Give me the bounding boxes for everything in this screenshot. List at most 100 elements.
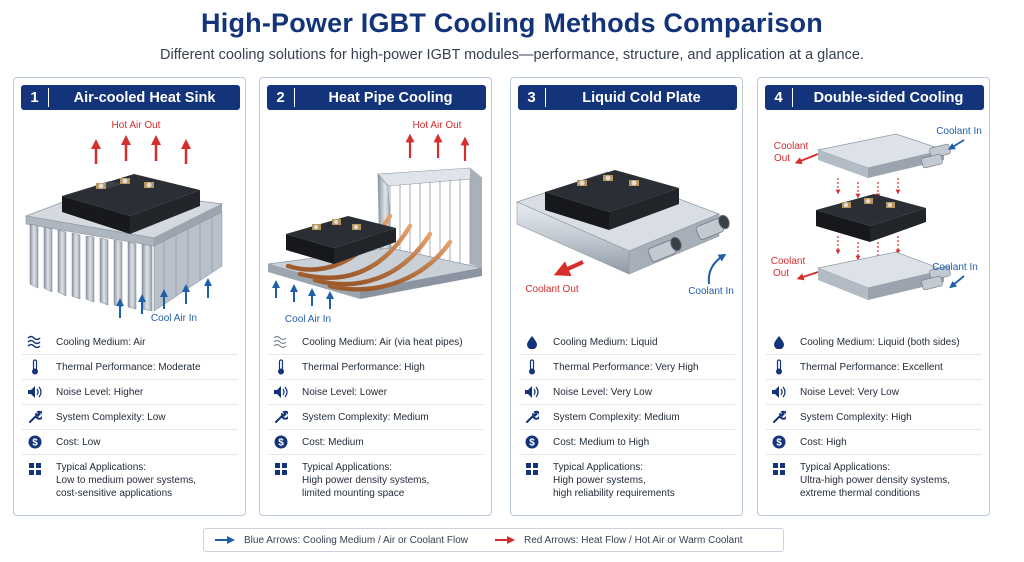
svg-text:$: $ [32, 438, 38, 449]
card-header: 4 Double-sided Cooling [765, 85, 984, 110]
page-title: High-Power IGBT Cooling Methods Comparis… [201, 8, 823, 38]
grid-icon [268, 461, 294, 477]
apps-line-2: high reliability requirements [553, 488, 675, 499]
speaker-icon [766, 384, 792, 400]
dollar-icon: $ [766, 434, 792, 450]
apps-line-2: limited mounting space [302, 488, 405, 499]
grid-icon [22, 461, 48, 477]
prop-thermal: Thermal Performance: Moderate [22, 355, 238, 380]
wrench-icon [766, 409, 792, 425]
heat-pipes [285, 213, 453, 292]
prop-noise: Noise Level: Very Low [766, 380, 982, 405]
coolant-out-bottom-label-2: Out [773, 268, 789, 279]
prop-applications: Typical Applications: High power systems… [519, 455, 735, 500]
apps-label: Typical Applications: [800, 462, 891, 473]
prop-thermal: Thermal Performance: High [268, 355, 484, 380]
card-title: Liquid Cold Plate [582, 89, 701, 106]
blue-arrow-icon [215, 536, 235, 544]
coolant-in-bottom-arrow [949, 275, 965, 289]
waves-icon [268, 334, 294, 350]
heat-flow-arrows-bottom [835, 236, 901, 261]
apps-line-2: extreme thermal conditions [800, 488, 921, 499]
igbt-module [62, 174, 200, 234]
legend-red: Red Arrows: Heat Flow / Hot Air or Warm … [494, 535, 743, 546]
prop-cost: $ Cost: Low [22, 430, 238, 455]
prop-medium: Cooling Medium: Liquid (both sides) [766, 330, 982, 355]
card-number: 4 [765, 88, 793, 107]
cool-air-arrows [116, 278, 212, 318]
thermometer-icon [22, 359, 48, 375]
waves-icon [22, 334, 48, 350]
card-title: Double-sided Cooling [813, 89, 964, 106]
apps-line-1: Ultra-high power density systems, [800, 475, 951, 486]
prop-medium: Cooling Medium: Air [22, 330, 238, 355]
apps-line-1: High power density systems, [302, 475, 430, 486]
hot-air-out-label: Hot Air Out [413, 120, 462, 131]
card-number: 2 [267, 88, 295, 107]
card-properties: Cooling Medium: Air (via heat pipes) The… [268, 330, 484, 500]
prop-applications: Typical Applications: Low to medium powe… [22, 455, 238, 500]
apps-label: Typical Applications: [56, 462, 147, 473]
legend-red-text: Red Arrows: Heat Flow / Hot Air or Warm … [523, 534, 743, 546]
coolant-out-bottom-label-1: Coolant [771, 256, 806, 267]
hot-air-arrows [91, 135, 191, 164]
heat-pipe-illustration: Hot Air Out C [267, 120, 483, 325]
card-header: 2 Heat Pipe Cooling [267, 85, 486, 110]
wrench-icon [519, 409, 545, 425]
prop-thermal: Thermal Performance: Very High [519, 355, 735, 380]
coolant-in-bottom-label: Coolant In [932, 262, 978, 273]
card-number: 1 [21, 88, 49, 107]
prop-complexity: System Complexity: Medium [268, 405, 484, 430]
double-sided-illustration: Coolant Out Coolant In Coolant Out [771, 126, 982, 300]
card-air-cooled: 1 Air-cooled Heat Sink Hot Air Out [13, 77, 246, 516]
igbt-module [816, 194, 926, 242]
thermometer-icon [268, 359, 294, 375]
thermometer-icon [519, 359, 545, 375]
prop-applications: Typical Applications: Ultra-high power d… [766, 455, 982, 500]
speaker-icon [22, 384, 48, 400]
svg-text:$: $ [776, 438, 782, 449]
droplet-icon [766, 334, 792, 350]
cool-air-arrows [272, 280, 334, 309]
coolant-out-top-label-1: Coolant [774, 141, 809, 152]
speaker-icon [519, 384, 545, 400]
prop-complexity: System Complexity: Medium [519, 405, 735, 430]
heat-flow-arrows-top [835, 178, 901, 199]
card-title: Heat Pipe Cooling [328, 89, 453, 106]
coolant-in-top-arrow [947, 139, 965, 150]
prop-noise: Noise Level: Very Low [519, 380, 735, 405]
card-title: Air-cooled Heat Sink [73, 89, 216, 106]
legend-blue: Blue Arrows: Cooling Medium / Air or Coo… [214, 535, 468, 546]
cool-air-in-label: Cool Air In [151, 313, 197, 324]
card-properties: Cooling Medium: Liquid Thermal Performan… [519, 330, 735, 500]
coolant-in-label: Coolant In [688, 286, 734, 297]
thermometer-icon [766, 359, 792, 375]
air-heatsink-illustration: Hot Air Out [24, 120, 224, 324]
top-cold-plate [816, 133, 951, 178]
coolant-out-top-arrow [794, 153, 819, 165]
card-properties: Cooling Medium: Liquid (both sides) Ther… [766, 330, 982, 500]
coolant-out-arrow [553, 260, 584, 276]
wrench-icon [268, 409, 294, 425]
svg-text:$: $ [529, 438, 535, 449]
apps-line-1: High power systems, [553, 475, 646, 486]
prop-cost: $ Cost: Medium [268, 430, 484, 455]
coolant-out-bottom-arrow [796, 271, 819, 281]
droplet-icon [519, 334, 545, 350]
dollar-icon: $ [519, 434, 545, 450]
wrench-icon [22, 409, 48, 425]
grid-icon [519, 461, 545, 477]
apps-line-2: cost-sensitive applications [56, 488, 173, 499]
apps-label: Typical Applications: [553, 462, 644, 473]
prop-thermal: Thermal Performance: Excellent [766, 355, 982, 380]
page-subtitle: Different cooling solutions for high-pow… [160, 47, 864, 63]
speaker-icon [268, 384, 294, 400]
coolant-in-top-label: Coolant In [936, 126, 982, 137]
igbt-module [286, 216, 396, 264]
legend: Blue Arrows: Cooling Medium / Air or Coo… [203, 528, 784, 552]
legend-blue-text: Blue Arrows: Cooling Medium / Air or Coo… [244, 534, 468, 546]
cool-air-in-label: Cool Air In [285, 314, 331, 325]
apps-line-1: Low to medium power systems, [56, 475, 197, 486]
red-arrow-icon [494, 536, 515, 544]
heatsink-fins [29, 211, 223, 312]
